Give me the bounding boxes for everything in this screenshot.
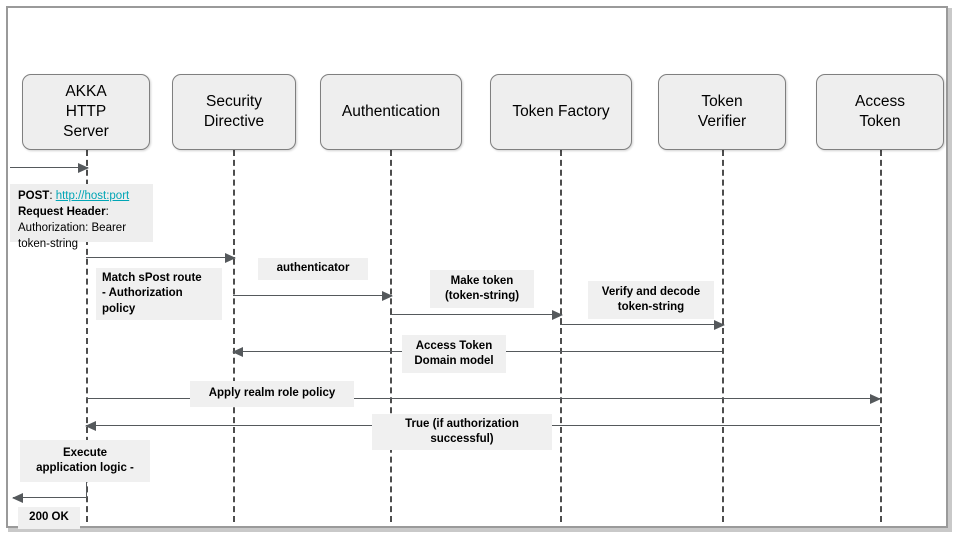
message-riser-200-ok — [86, 482, 87, 498]
arrow-head-icon — [225, 253, 236, 263]
message-label-text: Access Token Domain model — [414, 339, 494, 367]
arrow-head-icon — [12, 493, 23, 503]
note-header-separator: : — [105, 205, 109, 218]
note-line-header: Request Header: — [18, 205, 145, 221]
participant-label: Token Verifier — [697, 93, 747, 130]
message-label-text: Apply realm role policy — [208, 387, 336, 400]
message-label-apply-realm-role-policy: Apply realm role policy — [190, 381, 354, 407]
participant-access-token[interactable]: Access Token — [816, 74, 944, 150]
participant-label: AKKA HTTP Server — [63, 83, 109, 140]
note-execute-application-logic: Execute application logic - — [20, 440, 150, 482]
participant-label: Authentication — [341, 103, 441, 121]
message-label-200-ok: 200 OK — [18, 507, 80, 529]
participant-label: Access Token — [855, 93, 905, 130]
arrow-head-icon — [382, 291, 393, 301]
participant-token-factory[interactable]: Token Factory — [490, 74, 632, 150]
message-label-make-token: Make token (token-string) — [430, 270, 534, 308]
note-method-separator: : — [49, 190, 56, 202]
participant-authentication[interactable]: Authentication — [320, 74, 462, 150]
note-line-post: POST: http://host:port — [18, 189, 145, 205]
note-label: Execute application logic - — [36, 446, 134, 474]
message-label-true-if-authorization-successful: True (if authorization successful) — [372, 414, 552, 450]
arrow-head-icon — [78, 163, 89, 173]
participant-security-directive[interactable]: Security Directive — [172, 74, 296, 150]
message-arrow-apply-realm-role-policy — [86, 394, 881, 404]
arrow-head-icon — [85, 421, 96, 431]
arrow-head-icon — [714, 320, 725, 330]
lifeline-verifier — [722, 150, 724, 522]
arrow-head-icon — [552, 310, 563, 320]
message-arrow-akka-to-security — [86, 253, 236, 263]
lifeline-factory — [560, 150, 562, 522]
lifeline-security — [233, 150, 235, 522]
note-match-spost-route: Match sPost route - Authorization policy — [96, 268, 222, 320]
participant-akka-http-server[interactable]: AKKA HTTP Server — [22, 74, 150, 150]
message-arrow-make-token — [390, 310, 563, 320]
note-line-auth: Authorization: Bearer — [18, 221, 127, 234]
note-line-token: token-string — [18, 237, 79, 250]
participant-token-verifier[interactable]: Token Verifier — [658, 74, 786, 150]
arrow-head-icon — [870, 394, 881, 404]
message-label-text: Make token (token-string) — [444, 274, 520, 302]
note-header-label: Request Header — [18, 205, 106, 218]
message-arrow-200-ok — [12, 493, 87, 503]
participant-label: Security Directive — [203, 93, 265, 130]
message-arrow-incoming-request — [10, 163, 89, 173]
note-request-details: POST: http://host:port Request Header: A… — [10, 184, 153, 250]
lifeline-auth — [390, 150, 392, 522]
message-arrow-authenticator — [233, 291, 393, 301]
lifeline-token — [880, 150, 882, 522]
message-label-text: 200 OK — [29, 511, 69, 524]
note-method-label: POST — [18, 190, 50, 202]
message-label-access-token-domain-model: Access Token Domain model — [402, 335, 506, 373]
participant-label: Token Factory — [512, 103, 610, 121]
message-label-verify-decode: Verify and decode token-string — [588, 281, 714, 319]
note-label: Match sPost route - Authorization policy — [102, 272, 202, 315]
message-label-text: True (if authorization successful) — [405, 417, 519, 445]
message-arrow-verify-decode — [560, 320, 725, 330]
message-label-text: Verify and decode token-string — [601, 285, 701, 313]
arrow-head-icon — [232, 347, 243, 357]
message-label-authenticator: authenticator — [258, 258, 368, 280]
message-label-text: authenticator — [276, 262, 350, 275]
note-url-link[interactable]: http://host:port — [55, 190, 130, 202]
lifeline-akka — [86, 150, 88, 522]
